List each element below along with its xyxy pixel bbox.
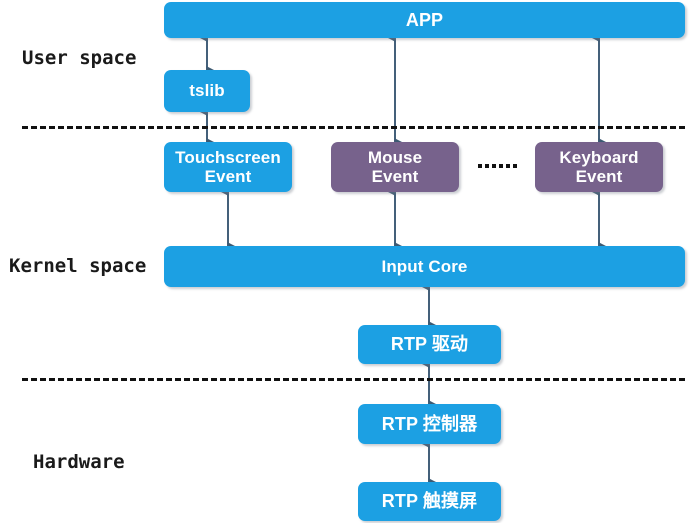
ellipsis-dot	[513, 164, 517, 168]
node-mouse-event-label: Mouse Event	[367, 147, 423, 186]
divider-kernel-hardware	[22, 378, 685, 381]
node-app[interactable]: APP	[164, 2, 685, 38]
node-keyboard-event-label: Keyboard Event	[559, 147, 639, 186]
section-label-user-space: User space	[22, 47, 137, 69]
node-input-core[interactable]: Input Core	[164, 246, 685, 287]
node-tslib-label: tslib	[189, 81, 225, 101]
node-input-core-label: Input Core	[381, 256, 468, 276]
node-rtp-driver-label: RTP 驱动	[390, 334, 469, 355]
section-label-hardware: Hardware	[33, 451, 125, 473]
section-label-kernel-space: Kernel space	[9, 255, 147, 277]
ellipsis-dot	[492, 164, 496, 168]
divider-user-kernel	[22, 126, 685, 129]
ellipsis-dot	[485, 164, 489, 168]
node-rtp-panel-label: RTP 触摸屏	[381, 491, 478, 512]
node-rtp-driver[interactable]: RTP 驱动	[358, 325, 501, 364]
node-rtp-controller-label: RTP 控制器	[381, 413, 478, 434]
node-rtp-controller[interactable]: RTP 控制器	[358, 404, 501, 444]
ellipsis-more-events	[478, 164, 517, 168]
node-rtp-panel[interactable]: RTP 触摸屏	[358, 482, 501, 521]
node-keyboard-event[interactable]: Keyboard Event	[535, 142, 663, 192]
node-tslib[interactable]: tslib	[164, 70, 250, 112]
ellipsis-dot	[506, 164, 510, 168]
node-touchscreen-event[interactable]: Touchscreen Event	[164, 142, 292, 192]
ellipsis-dot	[499, 164, 503, 168]
node-mouse-event[interactable]: Mouse Event	[331, 142, 459, 192]
ellipsis-dot	[478, 164, 482, 168]
node-app-label: APP	[405, 9, 444, 30]
node-touchscreen-event-label: Touchscreen Event	[175, 147, 281, 186]
